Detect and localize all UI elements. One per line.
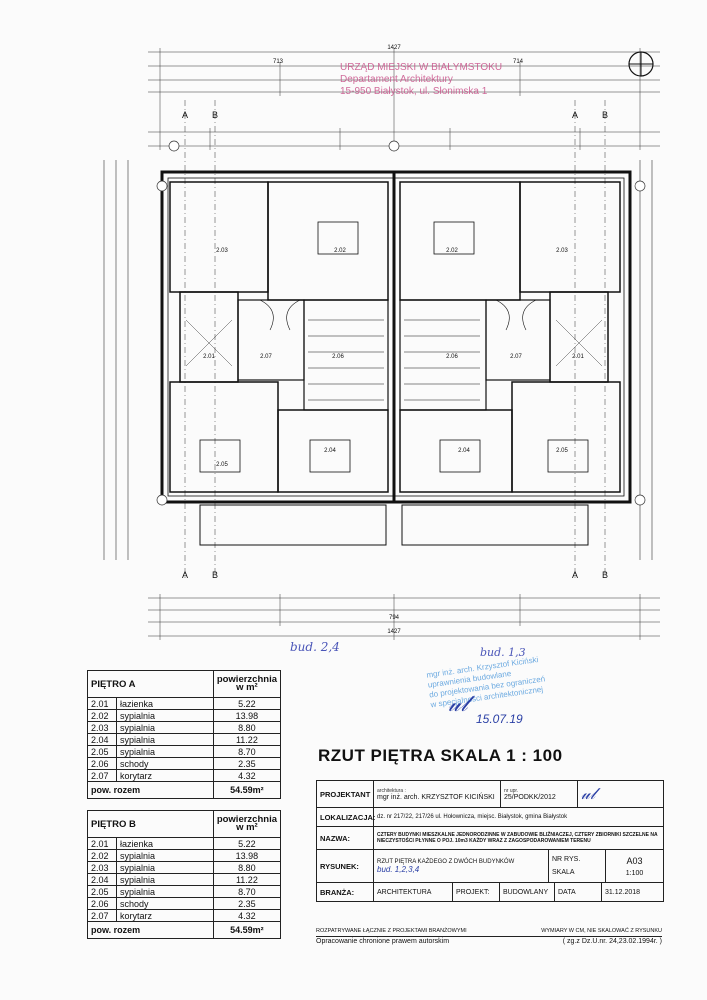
permit-label: nr upr. [504,787,519,794]
handwritten-note: bud. 2,4 [290,640,340,654]
room-label: 2.05 [556,448,568,454]
footer-notes: ROZPATRYWANE ŁĄCZNIE Z PROJEKTAMI BRANŻO… [316,928,662,934]
projektant-label: PROJEKTANT [317,781,374,807]
room-label: 2.07 [510,354,522,360]
room-label: 2.04 [324,448,336,454]
copyright-reference: ( zg.z Dz.U.nr. 24,23.02.1994r. ) [562,938,662,945]
projekt-value: BUDOWLANY [500,883,555,901]
rysunek-handnote: bud. 1,2,3,4 [377,864,420,874]
nr-rys-label: NR RYS. [552,856,581,863]
nazwa-label: NAZWA: [317,827,374,849]
dimension-label: 794 [389,615,400,621]
room-label: 2.01 [203,354,215,360]
skala-value: 1:100 [625,869,644,877]
section-mark: A [182,570,188,580]
table-unit-header: powierzchnia w m² [212,810,282,838]
section-mark: B [212,110,218,120]
room-label: 2.06 [332,354,344,360]
projekt-label: PROJEKT: [453,883,500,901]
branza-label: BRANŻA: [317,883,374,901]
room-label: 2.02 [446,248,458,254]
table-title: PIĘTRO A [87,670,214,698]
footer-note-left: ROZPATRYWANE ŁĄCZNIE Z PROJEKTAMI BRANŻO… [316,928,467,934]
dimension-label: 713 [273,59,284,65]
nr-rys-value: A03 [626,855,643,866]
room-label: 2.03 [556,248,568,254]
room-label: 2.07 [260,354,272,360]
signature: 𝓊𝓁 [581,784,596,803]
table-unit-header: powierzchnia w m² [212,670,282,698]
drawing-title: RZUT PIĘTRA SKALA 1 : 100 [318,746,563,765]
lokalizacja-value: dz. nr 217/22, 217/26 ul. Hołownicza, mi… [377,814,568,820]
dimension-label: 714 [513,59,524,65]
stamp-line: Departament Architektury [340,74,453,85]
rysunek-label: RYSUNEK: [317,850,374,882]
handwritten-note: bud. 1,3 [480,646,526,659]
floor-plan-drawing: 2.03 2.02 2.01 2.07 2.06 2.05 2.04 2.02 … [103,45,660,640]
table-title: PIĘTRO B [87,810,214,838]
signature: 𝓊𝓁 [448,692,468,717]
room-label: 2.01 [572,354,584,360]
section-mark: B [212,570,218,580]
section-mark: B [602,110,608,120]
stamp-line: 15-950 Białystok, ul. Słonimska 1 [340,86,488,97]
north-arrow-icon [628,51,654,77]
lokalizacja-label: LOKALIZACJA: [317,808,375,826]
copyright-text: Opracowanie chronione prawem autorskim [316,938,450,945]
data-value: 31.12.2018 [605,888,641,896]
stamp-line: URZĄD MIEJSKI W BIAŁYMSTOKU [340,62,503,73]
footer-note-right: WYMIARY W CM, NIE SKALOWAĆ Z RYSUNKU [541,928,662,934]
section-mark: A [572,570,578,580]
designer-name: mgr inż. arch. KRZYSZTOF KICIŃSKI [377,793,495,801]
branza-value: ARCHITEKTURA [374,883,453,901]
skala-label: SKALA [552,869,575,876]
section-mark: A [182,110,188,120]
data-label: DATA [555,883,602,901]
office-stamp: URZĄD MIEJSKI W BIAŁYMSTOKU Departament … [340,62,520,98]
room-label: 2.02 [334,248,346,254]
room-label: 2.04 [458,448,470,454]
signature-date: 15.07.19 [476,712,523,726]
room-label: 2.05 [216,462,228,468]
section-mark: B [602,570,608,580]
room-label: 2.06 [446,354,458,360]
rysunek-value: RZUT PIĘTRA KAŻDEGO Z DWÓCH BUDYNKÓW [377,858,515,865]
designer-role: architektura : [377,787,406,794]
copyright-line: Opracowanie chronione prawem autorskim (… [316,936,662,945]
permit-number: 25/PODKK/2012 [504,793,556,801]
dimension-label: 1427 [387,45,401,51]
room-label: 2.03 [216,248,228,254]
section-mark: A [572,110,578,120]
dimension-label: 1427 [387,629,401,635]
nazwa-value: CZTERY BUDYNKI MIESZKALNE JEDNORODZINNE … [377,832,658,844]
title-block: PROJEKTANT architektura : mgr inż. arch.… [316,780,664,902]
